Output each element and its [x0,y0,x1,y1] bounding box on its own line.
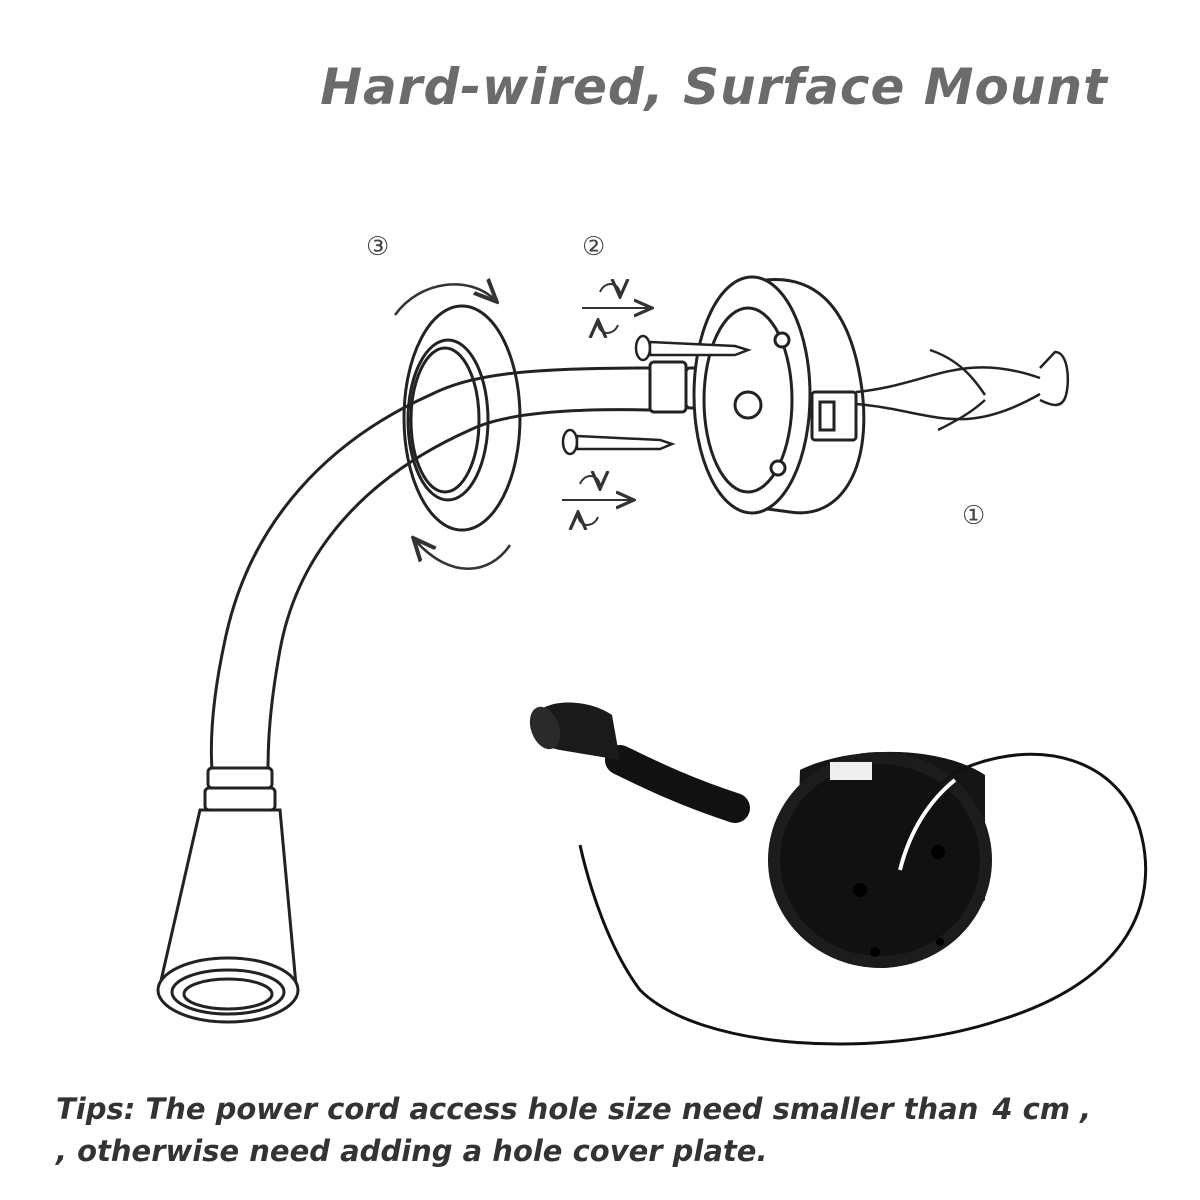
page-title: Hard-wired, Surface Mount [320,58,1108,116]
insert-arrow-icon [562,476,632,525]
gooseneck-arm [209,366,651,771]
tips-size: 4 cm , [992,1092,1092,1126]
wire-leads [855,348,1070,432]
step-3-label: ③ [366,232,389,262]
insert-arrow-icon [582,284,650,333]
rotation-arrow-icon [393,284,512,570]
lamp-head-outline [156,766,300,1024]
black-lamp-photo [529,702,1148,1046]
step-1-label: ① [962,501,985,531]
tips-line-2: , otherwise need adding a hole cover pla… [56,1134,768,1168]
mounting-base-outline [692,275,866,515]
tips-text: Tips: The power cord access hole size ne… [56,1092,979,1126]
screw-icon [634,334,752,362]
tips-line-1: Tips: The power cord access hole size ne… [56,1088,1186,1130]
step-2-label: ② [582,232,605,262]
screw-icon [561,428,676,456]
cover-ring [402,304,522,532]
tips-note: Tips: The power cord access hole size ne… [56,1088,1186,1172]
